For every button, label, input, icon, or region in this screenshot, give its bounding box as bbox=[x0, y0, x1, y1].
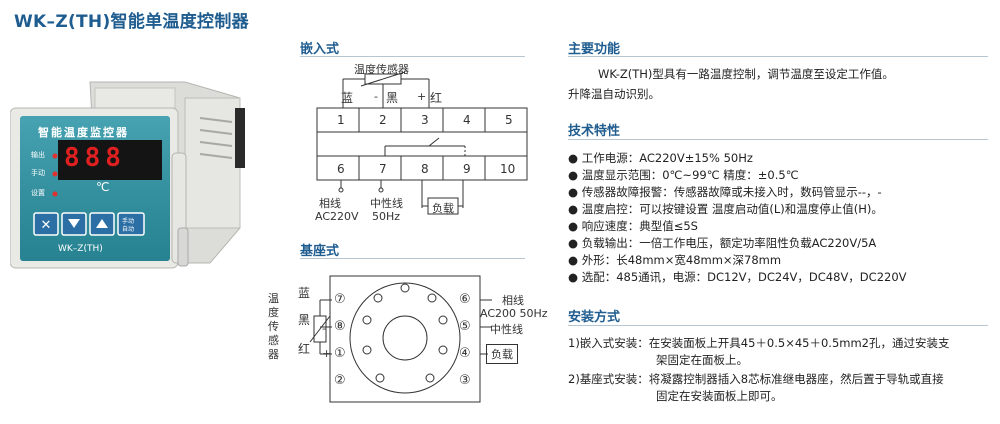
page-title: WK–Z(TH)智能单温度控制器 bbox=[14, 12, 249, 32]
embedded-load-label: 负载 bbox=[432, 202, 454, 215]
embedded-heading: 嵌入式 bbox=[300, 42, 340, 57]
spec-item: ● 外形：长48mm×宽48mm×深78mm bbox=[568, 253, 782, 267]
embedded-wire-plus: + bbox=[417, 90, 427, 103]
functions-divider bbox=[568, 56, 988, 57]
base-pin-3: ③ bbox=[459, 373, 471, 388]
embedded-diagram bbox=[316, 71, 528, 215]
spec-item: ● 选配：485通讯，电源：DC12V，DC24V，DC48V，DC220V bbox=[568, 270, 907, 284]
base-pin-4: ④ bbox=[459, 346, 471, 361]
functions-line-2: 升降温自动识别。 bbox=[568, 87, 660, 101]
device-button-auto: 自动 bbox=[122, 226, 135, 233]
spec-item: ● 负载输出：一倍工作电压，额定功率阻性负载AC220V/5A bbox=[568, 236, 877, 250]
base-sensor-char-5: 器 bbox=[268, 348, 279, 361]
embedded-terminal-8: 8 bbox=[421, 162, 429, 176]
install-item-1-line-1: 1)嵌入式安装：在安装面板上开具45＋0.5×45＋0.5mm2孔，通过安装支 bbox=[568, 336, 950, 350]
base-wire-black: 黑 bbox=[298, 313, 311, 327]
specs-divider bbox=[568, 139, 988, 140]
base-plus: + bbox=[322, 347, 332, 360]
embedded-wire-blue: 蓝 bbox=[341, 91, 354, 105]
svg-text:✕: ✕ bbox=[41, 218, 52, 233]
base-divider bbox=[300, 258, 525, 259]
spec-item: ● 工作电源：AC220V±15% 50Hz bbox=[568, 151, 753, 165]
spec-item: ● 温度显示范围：0℃~99℃ 精度：±0.5℃ bbox=[568, 168, 799, 182]
install-item-2-line-2: 固定在安装面板上即可。 bbox=[656, 389, 783, 403]
install-divider bbox=[568, 325, 988, 326]
embedded-terminal-6: 6 bbox=[337, 162, 345, 176]
device-model: WK–Z(TH) bbox=[58, 244, 103, 254]
device-indicator-manual: 手动 bbox=[31, 169, 45, 177]
embedded-terminal-10: 10 bbox=[500, 162, 516, 176]
embedded-wire-black: 黑 bbox=[386, 91, 399, 105]
embedded-divider bbox=[300, 56, 525, 57]
device-button-manual: 手动 bbox=[122, 218, 135, 225]
embedded-terminal-7: 7 bbox=[379, 162, 387, 176]
embedded-terminal-1: 1 bbox=[337, 113, 345, 127]
functions-heading: 主要功能 bbox=[568, 42, 621, 57]
spec-item: ● 响应速度：典型值≤5S bbox=[568, 219, 698, 233]
base-pin-7: ⑦ bbox=[334, 292, 346, 307]
embedded-wire-minus: - bbox=[374, 90, 378, 103]
base-pin-1: ① bbox=[334, 346, 346, 361]
base-load-label: 负载 bbox=[486, 344, 518, 364]
embedded-sensor-label: 温度传感器 bbox=[354, 63, 409, 76]
embedded-voltage-label: AC220V bbox=[315, 210, 359, 223]
base-sensor-char-4: 感 bbox=[268, 334, 279, 347]
install-item-2-line-1: 2)基座式安装：将凝露控制器插入8芯标准继电器座，然后置于导轨或直接 bbox=[568, 372, 944, 386]
base-pin-5: ⑤ bbox=[459, 319, 471, 334]
spec-item: ● 传感器故障报警：传感器故障或未接入时，数码管显示--，- bbox=[568, 185, 882, 199]
embedded-terminal-2: 2 bbox=[379, 113, 387, 127]
base-heading: 基座式 bbox=[300, 244, 340, 259]
base-wire-red: 红 bbox=[298, 342, 311, 356]
device-indicator-set: 设置 bbox=[31, 189, 45, 197]
spec-item: ● 温度启控：可以按键设置 温度启动值(L)和温度停止值(H)。 bbox=[568, 202, 883, 216]
device-illustration: ✕ bbox=[10, 81, 245, 269]
functions-line-1: WK-Z(TH)型具有一路温度控制，调节温度至设定工作值。 bbox=[598, 67, 894, 81]
base-neutral-label: 中性线 bbox=[490, 323, 523, 336]
embedded-freq-label: 50Hz bbox=[372, 210, 401, 223]
base-pin-8: ⑧ bbox=[334, 319, 346, 334]
embedded-wire-red: 红 bbox=[430, 91, 443, 105]
embedded-terminal-4: 4 bbox=[463, 113, 471, 127]
device-indicator-output: 输出 bbox=[31, 151, 45, 159]
embedded-terminal-3: 3 bbox=[421, 113, 429, 127]
device-brand-text: 智能温度监控器 bbox=[38, 126, 129, 139]
base-sensor-char-2: 度 bbox=[268, 306, 279, 319]
install-item-1-line-2: 架固定在面板上。 bbox=[656, 353, 748, 367]
embedded-neutral-label: 中性线 bbox=[370, 197, 403, 210]
embedded-terminal-9: 9 bbox=[463, 162, 471, 176]
base-voltage-label: AC200 50Hz bbox=[480, 307, 548, 320]
base-pin-6: ⑥ bbox=[459, 292, 471, 307]
base-pin-2: ② bbox=[334, 373, 346, 388]
base-sensor-char-1: 温 bbox=[268, 292, 279, 305]
install-heading: 安装方式 bbox=[568, 310, 621, 325]
base-minus: - bbox=[322, 322, 326, 335]
device-unit: ℃ bbox=[96, 180, 110, 194]
base-wire-blue: 蓝 bbox=[298, 286, 311, 300]
base-sensor-char-3: 传 bbox=[268, 320, 279, 333]
base-diagram bbox=[309, 275, 492, 403]
specs-list: ● 工作电源：AC220V±15% 50Hz ● 温度显示范围：0℃~99℃ 精… bbox=[568, 150, 988, 286]
embedded-phase-label: 相线 bbox=[319, 197, 341, 210]
embedded-terminal-5: 5 bbox=[505, 113, 513, 127]
device-display: 888 bbox=[64, 143, 126, 173]
specs-heading: 技术特性 bbox=[568, 124, 621, 139]
base-phase-label: 相线 bbox=[502, 294, 524, 307]
